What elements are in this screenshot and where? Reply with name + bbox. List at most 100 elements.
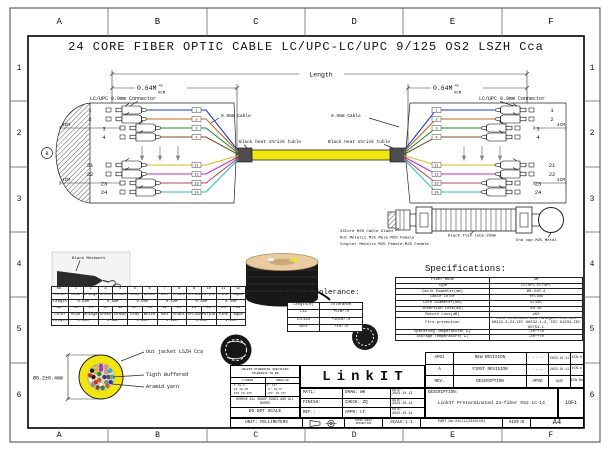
cell: 6 <box>589 390 595 400</box>
cell: Purple <box>201 293 217 299</box>
cell: 4 <box>589 260 595 270</box>
cell: 15 <box>99 306 114 312</box>
gland-label-2: Nut Metalic M25 Male-M20 Female <box>340 236 415 241</box>
cell: Red <box>158 313 173 319</box>
stagger-dim-label: 4CM <box>62 177 70 183</box>
cell: 2 <box>84 287 99 293</box>
cell: Pink <box>217 293 232 299</box>
cell: B <box>155 430 160 440</box>
length-tolerance-table: Length(M)Tolerance L≤1+5CM/-0 1<L≤10+10C… <box>287 302 363 332</box>
sheet-frame <box>9 7 601 443</box>
cell: 1 <box>16 64 22 74</box>
table-row: Length(M)Tolerance <box>288 303 362 310</box>
table-row: Return Loss(dB)≥50 <box>396 311 582 318</box>
cell: Black <box>172 313 187 319</box>
cell: .X ±0.4 <box>232 384 245 388</box>
table-row: Insertion Loss(dB)≤0.35 <box>396 305 582 312</box>
cell: A <box>56 430 62 440</box>
svg-text:24: 24 <box>194 191 198 195</box>
cell: 23 <box>217 306 232 312</box>
specifications-heading: Specifications: <box>425 264 507 274</box>
cell: 9 <box>187 287 202 293</box>
cell: Blue <box>69 313 84 319</box>
sheet-format-cell: A4 <box>552 419 562 427</box>
svg-text:3: 3 <box>435 127 437 131</box>
scale-cell: SCALE:1:1 <box>383 419 421 427</box>
cell: 0.36M <box>99 319 128 325</box>
cell: 0.32M <box>128 319 158 325</box>
svg-text:4: 4 <box>195 136 197 140</box>
stagger-dim-label: 4CM <box>62 122 70 128</box>
company-logo: LinkIT <box>300 365 425 388</box>
cross-section-dim: Ø8.2±0.4mm <box>33 375 63 382</box>
cell: 0.64M <box>69 300 99 306</box>
fiber-number: 24 <box>535 189 542 196</box>
cell: 17 <box>128 306 143 312</box>
fiber-number: 1 <box>550 107 554 114</box>
cell: 0.28M <box>158 319 187 325</box>
cell: 0.20M <box>225 319 237 324</box>
cell: F <box>548 17 554 27</box>
unit-cell: UNIT: MILLIMETERS <box>231 419 303 427</box>
table-row: Operating Temperature(℃)-20~+70 <box>396 328 582 335</box>
cell: 0.60M <box>99 300 128 306</box>
cell: 13 <box>69 306 84 312</box>
right-connector-label: LC/UPC 0.9mm Connector <box>479 96 545 102</box>
part-number-cell: PART No:24LCLC23101101 <box>421 419 503 427</box>
table-row: Core Diameter(um)9/125 <box>396 299 582 306</box>
cell: 3 <box>99 287 114 293</box>
do-not-scale-note: DO NOT SCALE <box>248 409 282 415</box>
cell: 21 <box>187 306 202 312</box>
cell: 1 <box>589 64 595 74</box>
table-row: 1<L≤10+10CM/-0 <box>288 316 362 324</box>
fiber-number: 21 <box>549 162 556 169</box>
svg-text:21: 21 <box>194 164 198 168</box>
cell: 5 <box>128 287 143 293</box>
fiber-dots <box>87 363 115 391</box>
right-breakout-envelope <box>405 102 567 204</box>
left-connector-label: LC/UPC 0.9mm Connector <box>90 96 156 102</box>
end-cap-label: End cap M25 Metal <box>516 238 557 243</box>
fiber-number: 23 <box>535 181 542 188</box>
cell: 0.44M <box>225 300 237 304</box>
right-cable-label: 0.9mm Cable <box>331 113 361 119</box>
cell: Orange <box>83 293 99 299</box>
svg-text:22: 22 <box>434 173 438 177</box>
cell: 22 <box>202 306 217 312</box>
cell: 11 <box>217 287 232 293</box>
left-shrink-tube <box>235 147 253 163</box>
fiber-number: 24 <box>101 189 108 196</box>
aramid-label: Aramid yarn <box>146 384 179 390</box>
svg-text:24: 24 <box>434 191 438 195</box>
cell: Brown <box>113 293 128 299</box>
stagger-dim-label: 4CM <box>557 177 565 183</box>
cell: 5 <box>16 325 22 335</box>
right-shrink-tube <box>389 147 407 163</box>
cell: 14 <box>84 306 99 312</box>
gland-label-1: 24Core M20 Cable Gland <box>340 229 393 234</box>
cell: C <box>253 17 259 27</box>
left-cable-label: 0.9mm Cable <box>221 113 251 119</box>
left-pigtail-dim: 0.64M <box>137 85 157 92</box>
svg-text:21: 21 <box>434 164 438 168</box>
cell: Yellow <box>187 313 202 319</box>
continuation-arrows <box>139 146 181 162</box>
svg-text:23: 23 <box>194 182 198 186</box>
remove-burrs-note: REMOVE ALL SHARP EDGES AND ALL BURRS <box>231 397 299 408</box>
cell: A <box>56 17 62 27</box>
length-dim-label: Length <box>309 72 333 79</box>
cable-spool-photo <box>245 253 331 307</box>
cell: 0.40M <box>69 319 99 325</box>
flex-tube-drawing: 24Core M20 Cable Gland Nut Metalic M25 M… <box>340 206 564 247</box>
cell: Purple <box>201 313 217 319</box>
